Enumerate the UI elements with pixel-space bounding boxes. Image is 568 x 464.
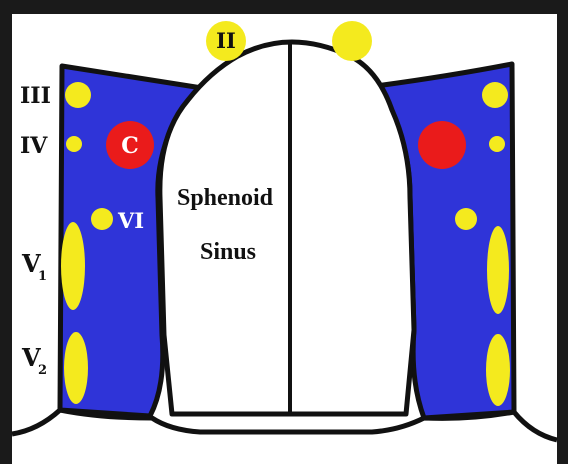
label-sphenoid-line2: Sinus [200,239,256,265]
label-carotid: C [121,133,139,159]
sphenoid-sinus [160,42,414,414]
label-sphenoid-line1: Sphenoid [177,185,274,211]
frame-top [0,0,568,14]
maxillary-nerve-right [486,334,510,406]
ophthalmic-nerve-left [61,222,85,310]
frame-left [0,0,12,464]
trochlear-nerve-right [489,136,505,152]
frame-right [557,0,568,464]
abducens-nerve-right [455,208,477,230]
maxillary-nerve-left [64,332,88,404]
label-trochlear: IV [20,133,48,159]
trochlear-nerve-left [66,136,82,152]
abducens-nerve-left [91,208,113,230]
ophthalmic-nerve-right [487,226,509,314]
label-optic-nerve: II [216,28,236,53]
label-maxillary-subscript: 2 [38,363,47,378]
label-ophthalmic-subscript: 1 [38,269,47,284]
oculomotor-nerve-right [482,82,508,108]
oculomotor-nerve-left [65,82,91,108]
optic-nerve-right [332,21,372,61]
label-oculomotor: III [20,83,51,109]
carotid-artery-right [418,121,466,169]
label-abducens: VI [117,208,144,233]
